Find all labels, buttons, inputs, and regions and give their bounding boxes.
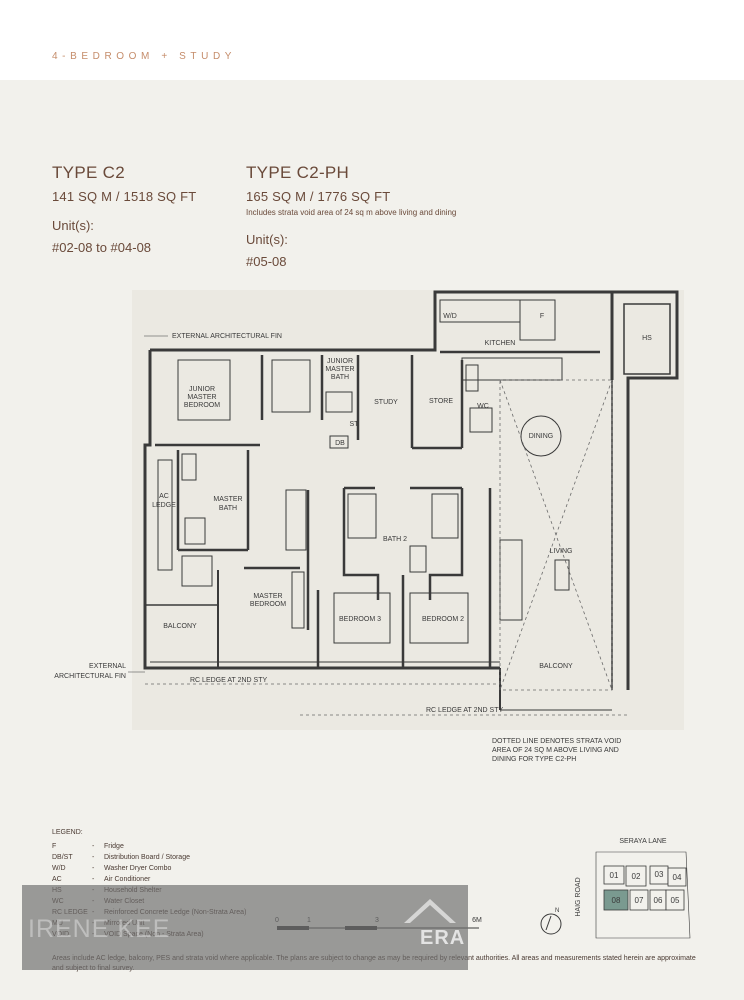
label-mbed-2: BEDROOM [250,601,286,608]
key-street-left: HAIG ROAD [575,877,582,916]
label-balcony-left: BALCONY [163,623,197,630]
legend-desc: Distribution Board / Storage [104,854,190,861]
annotation-ext-fin-left-1: EXTERNAL [89,663,126,670]
label-jmb-2: MASTER [187,394,216,401]
legend-title: LEGEND: [52,829,83,836]
legend-row: DB/ST - Distribution Board / Storage [52,852,246,863]
legend-row: F - Fridge [52,841,246,852]
label-ac-ledge-1: AC [159,493,169,500]
compass-icon [540,913,562,935]
header-bar: 4-BEDROOM + STUDY [0,0,744,80]
key-unit-01: 01 [610,871,619,880]
label-mbed-1: MASTER [253,593,282,600]
label-jmbath-3: BATH [331,374,349,381]
type-c2-units-label: Unit(s): [52,218,94,233]
annotation-ext-fin-top: EXTERNAL ARCHITECTURAL FIN [172,333,282,340]
label-bedroom2: BEDROOM 2 [422,616,464,623]
plan-background [132,290,684,730]
strata-void-dotted-lines [499,379,613,691]
label-bath2: BATH 2 [383,536,407,543]
annotation-rc-ledge-2: RC LEDGE AT 2ND STY [426,707,503,714]
era-logo-icon [404,899,456,923]
label-jmb-3: BEDROOM [184,402,220,409]
key-street-top: SERAYA LANE [619,838,667,845]
key-unit-07: 07 [635,896,644,905]
label-mbath-1: MASTER [213,496,242,503]
type-c2ph-note: Includes strata void area of 24 sq m abo… [246,208,457,217]
label-store: STORE [429,398,453,405]
type-c2-units: #02-08 to #04-08 [52,240,152,255]
key-unit-06: 06 [654,896,663,905]
legend-dash: - [92,876,95,883]
label-ac-ledge-2: LEDGE [152,502,176,509]
label-wc: WC [477,403,489,410]
label-living: LIVING [550,548,573,555]
legend-desc: Washer Dryer Combo [104,865,172,872]
annotation-dotted-2: AREA OF 24 SQ M ABOVE LIVING AND [492,747,619,754]
watermark-overlay: IRENE KEE ERA [22,885,468,970]
label-st: ST [350,421,360,428]
annotation-rc-ledge-1: RC LEDGE AT 2ND STY [190,677,267,684]
scale-label-6: 6M [472,917,482,924]
watermark-brand: ERA [420,927,466,949]
label-dining: DINING [529,433,554,440]
legend-dash: - [92,865,95,872]
key-unit-03: 03 [655,870,664,879]
rc-ledge-lines [145,683,628,716]
compass: N [540,908,562,935]
type-c2-title: TYPE C2 [52,163,125,182]
legend-abbr: W/D [52,865,66,872]
type-c2ph-area: 165 SQ M / 1776 SQ FT [246,189,391,204]
type-c2ph-units-label: Unit(s): [246,232,288,247]
label-db: DB [335,440,345,447]
section-eyebrow: 4-BEDROOM + STUDY [52,51,237,62]
key-plan: SERAYA LANE HAIG ROAD 01 02 03 04 08 07 … [575,838,691,939]
label-wd: W/D [443,313,457,320]
compass-label: N [555,908,559,914]
key-unit-04: 04 [673,873,682,882]
type-c2ph-title: TYPE C2-PH [246,163,350,182]
type-c2-area: 141 SQ M / 1518 SQ FT [52,189,197,204]
annotation-ext-fin-left-2: ARCHITECTURAL FIN [54,673,126,680]
plan-annotations: EXTERNAL ARCHITECTURAL FIN EXTERNAL ARCH… [54,333,621,763]
annotation-dotted-1: DOTTED LINE DENOTES STRATA VOID [492,738,621,745]
label-mbath-2: BATH [219,505,237,512]
key-unit-05: 05 [671,896,680,905]
legend-desc: Fridge [104,843,124,850]
label-bedroom3: BEDROOM 3 [339,616,381,623]
type-c2ph-units: #05-08 [246,254,287,269]
room-labels: JUNIOR MASTER BEDROOM JUNIOR MASTER BATH… [152,313,652,670]
label-jmbath-1: JUNIOR [327,358,353,365]
legend-row: AC - Air Conditioner [52,874,246,885]
label-hs: HS [642,335,652,342]
label-balcony-right: BALCONY [539,663,573,670]
watermark-name: IRENE KEE [28,915,171,943]
legend-abbr: AC [52,876,62,883]
key-unit-02: 02 [632,872,641,881]
key-unit-08: 08 [612,896,621,905]
legend-dash: - [92,854,95,861]
label-study: STUDY [374,399,398,406]
legend-row: W/D - Washer Dryer Combo [52,863,246,874]
legend-abbr: F [52,843,57,850]
label-kitchen: KITCHEN [485,340,516,347]
legend-abbr: DB/ST [52,854,73,861]
label-jmb-1: JUNIOR [189,386,215,393]
legend-dash: - [92,843,95,850]
label-jmbath-2: MASTER [325,366,354,373]
label-fridge: F [540,313,544,320]
annotation-dotted-3: DINING FOR TYPE C2-PH [492,756,576,763]
legend-desc: Air Conditioner [104,876,151,883]
key-unit-08-cell [603,889,629,911]
